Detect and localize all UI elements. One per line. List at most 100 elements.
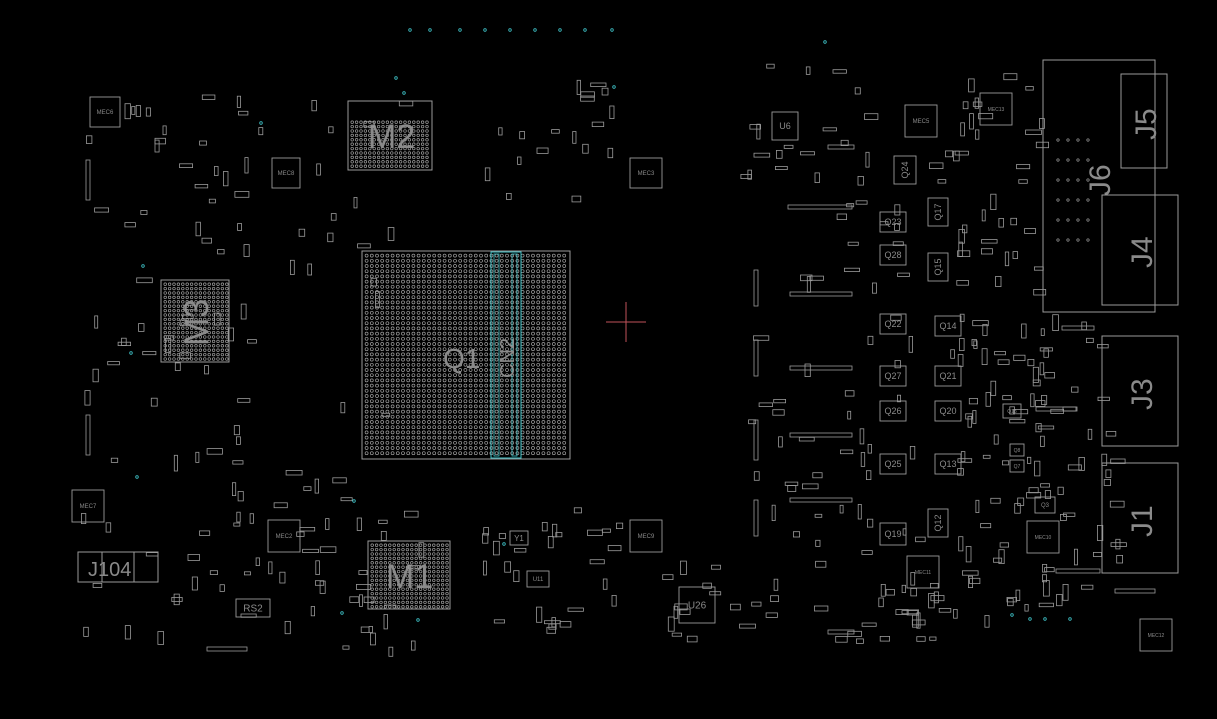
connector-j104[interactable]: J104 — [77, 551, 159, 583]
connector-j5[interactable]: J5 — [1120, 73, 1168, 169]
passive-part — [163, 335, 174, 341]
passive-part — [784, 481, 799, 486]
passive-part — [1115, 538, 1121, 550]
passive-part — [805, 66, 811, 75]
trace-segment — [85, 159, 91, 201]
passive-part — [199, 530, 211, 536]
passive-part — [498, 127, 503, 136]
q18-label: Q18 — [1007, 409, 1017, 415]
passive-part — [1044, 490, 1052, 499]
passive-part — [484, 167, 491, 182]
component-q7[interactable]: Q7 — [1009, 459, 1025, 473]
passive-part — [247, 339, 257, 344]
passive-part — [711, 564, 721, 570]
passive-part — [1042, 564, 1048, 573]
test-point — [394, 76, 398, 80]
passive-part — [895, 609, 909, 615]
passive-part — [150, 397, 158, 407]
passive-part — [164, 338, 172, 353]
passive-part — [342, 645, 350, 650]
passive-part — [1033, 288, 1047, 296]
component-q24[interactable]: Q24 — [893, 155, 917, 185]
component-q25[interactable]: Q25 — [879, 453, 907, 475]
passive-part — [1093, 552, 1102, 557]
passive-part — [867, 518, 874, 528]
mec2-label: MEC2 — [276, 534, 293, 540]
passive-part — [793, 531, 801, 538]
pin-hole — [1076, 178, 1080, 182]
q21-label: Q21 — [939, 371, 956, 381]
passive-part — [855, 200, 868, 205]
component-mec6[interactable]: MEC6 — [89, 96, 121, 128]
connector-j4[interactable]: J4 — [1101, 194, 1179, 306]
passive-part — [383, 614, 388, 630]
passive-part — [1044, 372, 1056, 379]
q14-label: Q14 — [939, 321, 956, 331]
component-u11[interactable]: U11 — [526, 570, 550, 588]
passive-part — [1002, 460, 1010, 466]
component-mec7[interactable]: MEC7 — [71, 489, 105, 523]
q7-label: Q7 — [1014, 464, 1021, 470]
component-q26[interactable]: Q26 — [879, 400, 907, 422]
passive-part — [299, 527, 316, 532]
connector-j1[interactable]: J1 — [1101, 462, 1179, 574]
component-mec5[interactable]: MEC5 — [904, 104, 938, 138]
passive-part — [370, 277, 377, 287]
passive-part — [906, 609, 919, 616]
chip-m1[interactable]: M1 — [367, 540, 451, 610]
passive-part — [957, 354, 964, 367]
component-q14[interactable]: Q14 — [934, 315, 962, 337]
passive-part — [1003, 73, 1018, 81]
connector-j3[interactable]: J3 — [1101, 335, 1179, 447]
component-mec10[interactable]: MEC10 — [1026, 520, 1060, 554]
passive-part — [233, 522, 241, 527]
chip-m3[interactable]: M3 — [160, 279, 230, 363]
component-q17[interactable]: Q17 — [927, 197, 949, 227]
component-q21[interactable]: Q21 — [934, 365, 962, 387]
component-q18[interactable]: Q18 — [1002, 403, 1022, 419]
passive-part — [174, 362, 181, 371]
pin-hole — [1076, 158, 1080, 162]
component-mec9[interactable]: MEC9 — [629, 519, 663, 553]
passive-part — [751, 601, 762, 607]
component-q15[interactable]: Q15 — [927, 252, 949, 282]
connector-cn2[interactable]: CN2 — [490, 251, 522, 459]
component-mec12[interactable]: MEC12 — [1139, 618, 1173, 652]
passive-part — [1006, 597, 1018, 603]
component-mec2[interactable]: MEC2 — [267, 519, 301, 553]
component-q22[interactable]: Q22 — [879, 313, 907, 335]
passive-part — [960, 451, 966, 463]
passive-part — [894, 360, 901, 369]
component-u6[interactable]: U6 — [771, 111, 799, 141]
passive-part — [671, 632, 683, 637]
component-q8[interactable]: Q8 — [1009, 443, 1025, 457]
component-q20[interactable]: Q20 — [934, 400, 962, 422]
passive-part — [567, 607, 584, 612]
component-mec8[interactable]: MEC8 — [271, 157, 301, 189]
component-q13[interactable]: Q13 — [934, 453, 962, 475]
passive-part — [840, 449, 854, 455]
component-mec11[interactable]: MEC11 — [906, 555, 940, 589]
component-y1[interactable]: Y1 — [509, 530, 529, 546]
passive-part — [546, 626, 557, 634]
passive-part — [388, 646, 394, 657]
component-mec13[interactable]: MEC13 — [979, 92, 1013, 126]
passive-part — [1110, 542, 1127, 547]
component-mec3[interactable]: MEC3 — [629, 157, 663, 189]
passive-part — [1032, 366, 1039, 383]
passive-part — [775, 165, 788, 170]
passive-part — [325, 518, 330, 530]
passive-part — [981, 209, 986, 222]
component-u26[interactable]: U26 — [678, 586, 716, 624]
passive-part — [505, 192, 512, 200]
passive-part — [227, 327, 235, 342]
passive-part — [990, 380, 997, 396]
passive-part — [1116, 555, 1123, 564]
passive-part — [124, 222, 136, 228]
passive-part — [975, 499, 980, 513]
component-q12[interactable]: Q12 — [927, 508, 949, 538]
passive-part — [173, 593, 180, 606]
component-q27[interactable]: Q27 — [879, 365, 907, 387]
mec5-label: MEC5 — [913, 119, 930, 125]
